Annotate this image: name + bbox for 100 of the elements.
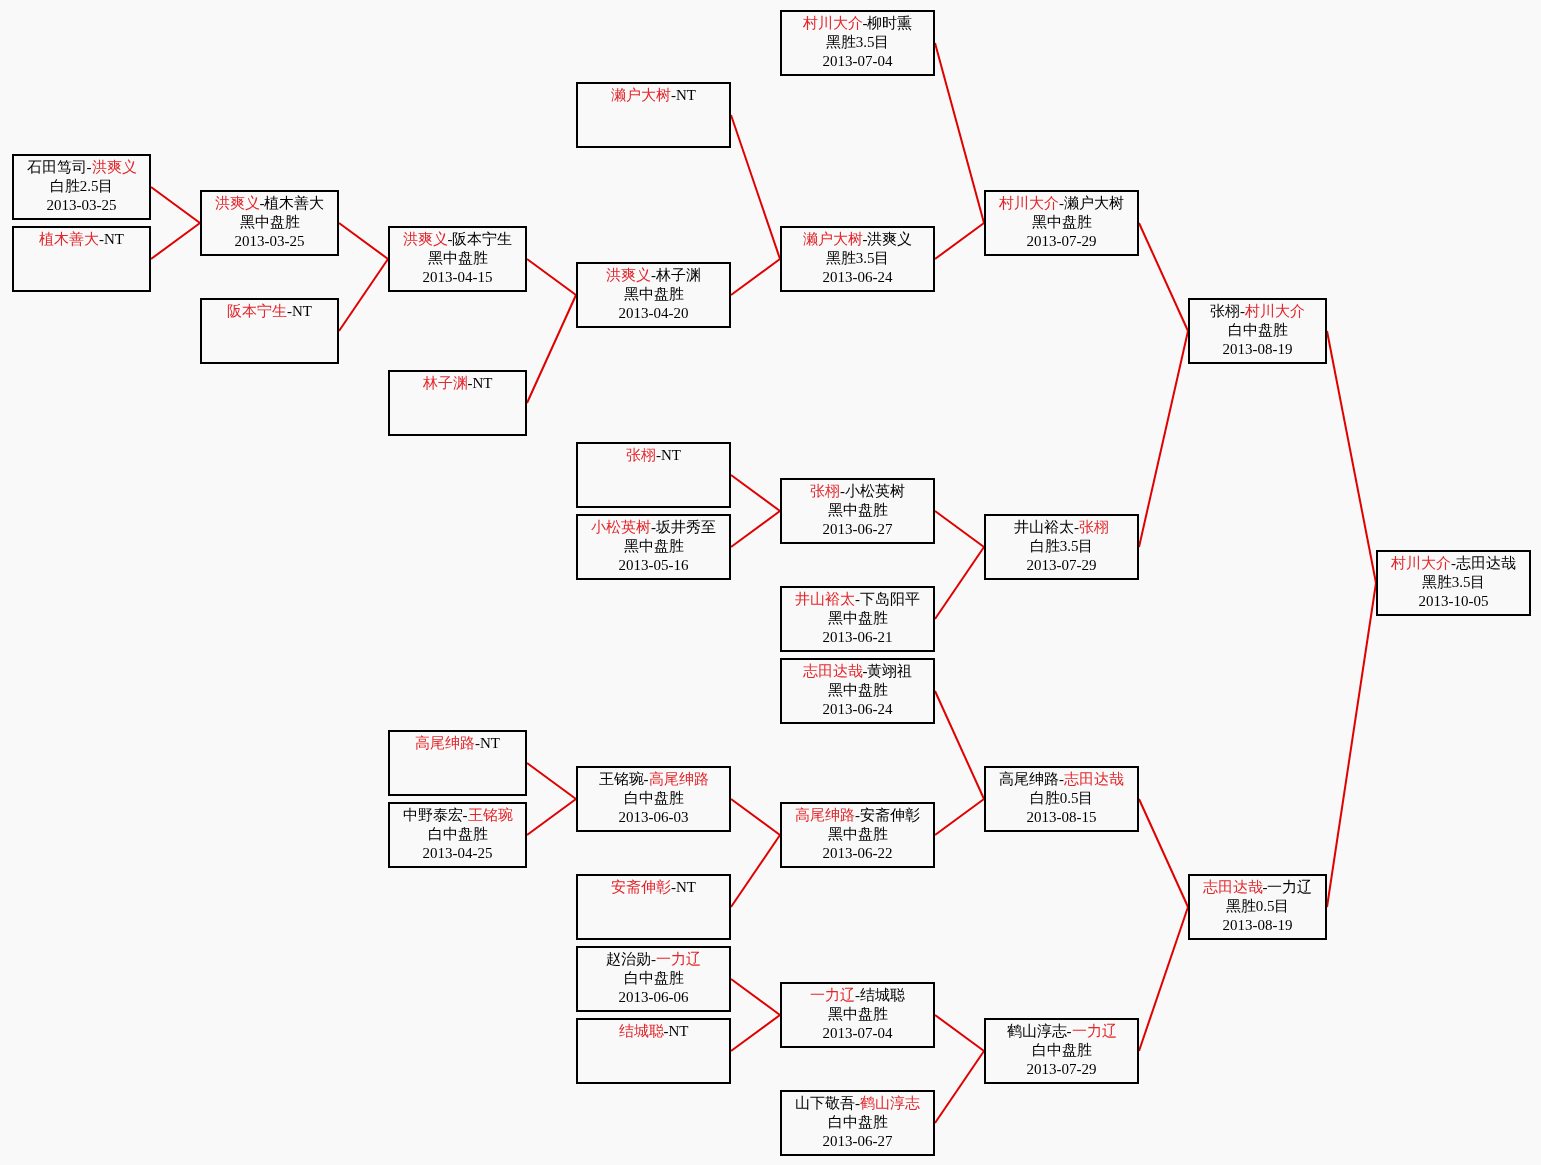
date-text: 2013-07-29 xyxy=(1026,556,1097,575)
match-box xyxy=(576,946,731,1012)
player-names: 鹤山淳志-一力辽 xyxy=(1006,1022,1117,1041)
match-box xyxy=(576,766,731,832)
match-box xyxy=(576,514,731,580)
match-box xyxy=(388,730,527,796)
date-text: 2013-06-27 xyxy=(822,1132,893,1151)
bracket-line xyxy=(338,222,389,260)
result-text: 白中盘胜 xyxy=(1031,1041,1092,1060)
player-names: 井山裕太-下岛阳平 xyxy=(795,590,920,609)
result-text: 黑中盘胜 xyxy=(623,537,684,556)
bracket-line xyxy=(934,546,985,620)
match-box xyxy=(576,82,731,148)
bracket-line xyxy=(150,186,201,224)
player-names: 张栩-村川大介 xyxy=(1210,302,1305,321)
bracket-line xyxy=(1138,330,1189,548)
match-box xyxy=(576,874,731,940)
bracket-line xyxy=(150,222,201,260)
bracket-line xyxy=(730,114,781,260)
result-text: 黑中盘胜 xyxy=(827,681,888,700)
match-box xyxy=(388,802,527,868)
date-text: 2013-04-25 xyxy=(422,844,493,863)
match-box xyxy=(1188,298,1327,364)
bracket-line xyxy=(526,798,577,836)
match-box xyxy=(780,802,935,868)
player-names: 村川大介-濑户大树 xyxy=(999,194,1124,213)
bracket-line xyxy=(1138,222,1189,332)
match-box xyxy=(576,1018,731,1084)
player-names: 村川大介-志田达哉 xyxy=(1391,554,1516,573)
bracket-line xyxy=(730,1014,781,1052)
player-names: 井山裕太-张栩 xyxy=(1014,518,1109,537)
date-text: 2013-03-25 xyxy=(234,232,305,251)
date-text: 2013-07-04 xyxy=(822,52,893,71)
bracket-line xyxy=(526,294,577,404)
result-text: 白中盘胜 xyxy=(827,1113,888,1132)
player-names: 中野泰宏-王铭琬 xyxy=(402,806,513,825)
result-text: 黑中盘胜 xyxy=(239,213,300,232)
result-text: 黑胜0.5目 xyxy=(1225,897,1290,916)
player-names: 濑户大树-洪爽义 xyxy=(802,230,913,249)
date-text: 2013-04-20 xyxy=(618,304,689,323)
player-names: 高尾绅路-志田达哉 xyxy=(999,770,1124,789)
date-text: 2013-08-19 xyxy=(1222,916,1293,935)
date-text: 2013-06-27 xyxy=(822,520,893,539)
player-names: 志田达哉-黄翊祖 xyxy=(802,662,913,681)
player-names: 石田笃司-洪爽义 xyxy=(26,158,137,177)
result-text: 白中盘胜 xyxy=(623,789,684,808)
player-names: 山下敬吾-鹤山淳志 xyxy=(795,1094,920,1113)
player-names: 张栩-小松英树 xyxy=(810,482,905,501)
player-names: 结城聪-NT xyxy=(618,1022,689,1041)
player-names: 洪爽义-阪本宁生 xyxy=(402,230,513,249)
player-names: 林子渊-NT xyxy=(422,374,493,393)
player-names: 阪本宁生-NT xyxy=(227,302,312,321)
result-text: 黑中盘胜 xyxy=(427,249,488,268)
player-names: 村川大介-柳时熏 xyxy=(802,14,913,33)
result-text: 白胜0.5目 xyxy=(1029,789,1094,808)
player-names: 高尾绅路-NT xyxy=(415,734,500,753)
match-box xyxy=(984,766,1139,832)
result-text: 白胜3.5目 xyxy=(1029,537,1094,556)
result-text: 黑中盘胜 xyxy=(623,285,684,304)
bracket-line xyxy=(934,42,985,224)
player-names: 小松英树-坂井秀至 xyxy=(591,518,716,537)
bracket-line xyxy=(730,978,781,1016)
bracket-line xyxy=(526,762,577,800)
bracket-line xyxy=(934,1050,985,1124)
match-box xyxy=(576,442,731,508)
bracket-line xyxy=(1138,798,1189,908)
match-box xyxy=(1188,874,1327,940)
date-text: 2013-06-24 xyxy=(822,268,893,287)
player-names: 王铭琬-高尾绅路 xyxy=(598,770,709,789)
player-names: 濑户大树-NT xyxy=(611,86,696,105)
result-text: 白胜2.5目 xyxy=(49,177,114,196)
player-names: 植木善大-NT xyxy=(39,230,124,249)
match-box xyxy=(780,478,935,544)
date-text: 2013-06-22 xyxy=(822,844,893,863)
player-names: 洪爽义-植木善大 xyxy=(214,194,325,213)
bracket-line xyxy=(1326,330,1377,584)
result-text: 黑中盘胜 xyxy=(1031,213,1092,232)
bracket-line xyxy=(934,510,985,548)
bracket-line xyxy=(934,690,985,800)
date-text: 2013-07-29 xyxy=(1026,1060,1097,1079)
player-names: 赵治勋-一力辽 xyxy=(606,950,701,969)
result-text: 黑胜3.5目 xyxy=(825,33,890,52)
bracket-line xyxy=(338,258,389,332)
result-text: 黑胜3.5目 xyxy=(825,249,890,268)
match-box xyxy=(576,262,731,328)
result-text: 黑中盘胜 xyxy=(827,1005,888,1024)
bracket-line xyxy=(934,1014,985,1052)
match-box xyxy=(1376,550,1531,616)
player-names: 张栩-NT xyxy=(626,446,681,465)
result-text: 黑中盘胜 xyxy=(827,609,888,628)
date-text: 2013-05-16 xyxy=(618,556,689,575)
result-text: 白中盘胜 xyxy=(623,969,684,988)
result-text: 白中盘胜 xyxy=(1227,321,1288,340)
date-text: 2013-06-21 xyxy=(822,628,893,647)
match-box xyxy=(780,226,935,292)
match-box xyxy=(780,10,935,76)
bracket-line xyxy=(934,798,985,836)
date-text: 2013-07-29 xyxy=(1026,232,1097,251)
date-text: 2013-08-19 xyxy=(1222,340,1293,359)
match-box xyxy=(388,370,527,436)
